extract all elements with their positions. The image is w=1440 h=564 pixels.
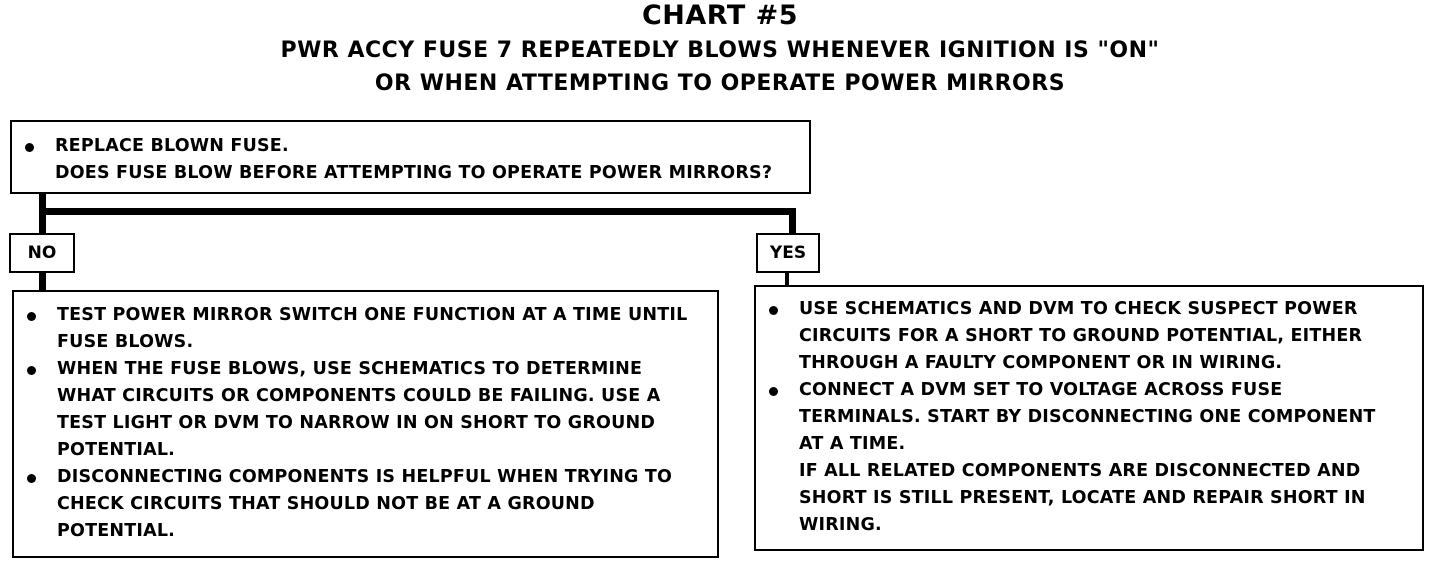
step-line: IF ALL RELATED COMPONENTS ARE DISCONNECT… xyxy=(799,461,1361,481)
step-line: TERMINALS. START BY DISCONNECTING ONE CO… xyxy=(799,407,1376,427)
connector-yes-down xyxy=(789,208,796,234)
step-line: WHEN THE FUSE BLOWS, USE SCHEMATICS TO D… xyxy=(57,359,643,379)
bullet-icon xyxy=(27,366,36,375)
step-line: WIRING. xyxy=(799,515,882,535)
question-line: DOES FUSE BLOW BEFORE ATTEMPTING TO OPER… xyxy=(55,163,773,183)
question-line: REPLACE BLOWN FUSE. xyxy=(55,136,289,156)
step-line: FUSE BLOWS. xyxy=(57,332,194,352)
bullet-icon xyxy=(769,387,778,396)
no-step-item: TEST POWER MIRROR SWITCH ONE FUNCTION AT… xyxy=(14,302,717,356)
bullet-icon xyxy=(27,474,36,483)
no-step-item: DISCONNECTING COMPONENTS IS HELPFUL WHEN… xyxy=(14,464,717,545)
bullet-icon xyxy=(25,143,34,152)
step-line: USE SCHEMATICS AND DVM TO CHECK SUSPECT … xyxy=(799,299,1358,319)
yes-step-item: USE SCHEMATICS AND DVM TO CHECK SUSPECT … xyxy=(756,296,1422,377)
question-item: REPLACE BLOWN FUSE. DOES FUSE BLOW BEFOR… xyxy=(12,133,809,187)
chart-subtitle-line-2: OR WHEN ATTEMPTING TO OPERATE POWER MIRR… xyxy=(374,71,1066,96)
question-box: REPLACE BLOWN FUSE. DOES FUSE BLOW BEFOR… xyxy=(10,120,811,194)
step-line: TEST POWER MIRROR SWITCH ONE FUNCTION AT… xyxy=(57,305,688,325)
branch-label-no: NO xyxy=(9,233,75,273)
step-line: DISCONNECTING COMPONENTS IS HELPFUL WHEN… xyxy=(57,467,673,487)
branch-label-yes: YES xyxy=(756,233,820,273)
step-line: POTENTIAL. xyxy=(57,440,176,460)
step-line: TEST LIGHT OR DVM TO NARROW IN ON SHORT … xyxy=(57,413,656,433)
chart-title: CHART #5 xyxy=(641,0,799,31)
step-line: CONNECT A DVM SET TO VOLTAGE ACROSS FUSE xyxy=(799,380,1283,400)
no-steps-box: TEST POWER MIRROR SWITCH ONE FUNCTION AT… xyxy=(12,290,719,558)
connector-horizontal-bar xyxy=(39,208,796,215)
connector-no-to-steps xyxy=(39,271,46,292)
step-line: SHORT IS STILL PRESENT, LOCATE AND REPAI… xyxy=(799,488,1366,508)
step-line: THROUGH A FAULTY COMPONENT OR IN WIRING. xyxy=(799,353,1283,373)
yes-step-item: CONNECT A DVM SET TO VOLTAGE ACROSS FUSE… xyxy=(756,377,1422,539)
step-line: POTENTIAL. xyxy=(57,521,176,541)
step-line: CIRCUITS FOR A SHORT TO GROUND POTENTIAL… xyxy=(799,326,1363,346)
bullet-icon xyxy=(769,306,778,315)
connector-yes-to-steps xyxy=(785,271,789,286)
no-step-item: WHEN THE FUSE BLOWS, USE SCHEMATICS TO D… xyxy=(14,356,717,464)
step-line: WHAT CIRCUITS OR COMPONENTS COULD BE FAI… xyxy=(57,386,661,406)
yes-steps-box: USE SCHEMATICS AND DVM TO CHECK SUSPECT … xyxy=(754,285,1424,551)
chart-subtitle-line-1: PWR ACCY FUSE 7 REPEATEDLY BLOWS WHENEVE… xyxy=(280,38,1160,63)
step-line: CHECK CIRCUITS THAT SHOULD NOT BE AT A G… xyxy=(57,494,595,514)
step-line: AT A TIME. xyxy=(799,434,906,454)
bullet-icon xyxy=(27,312,36,321)
